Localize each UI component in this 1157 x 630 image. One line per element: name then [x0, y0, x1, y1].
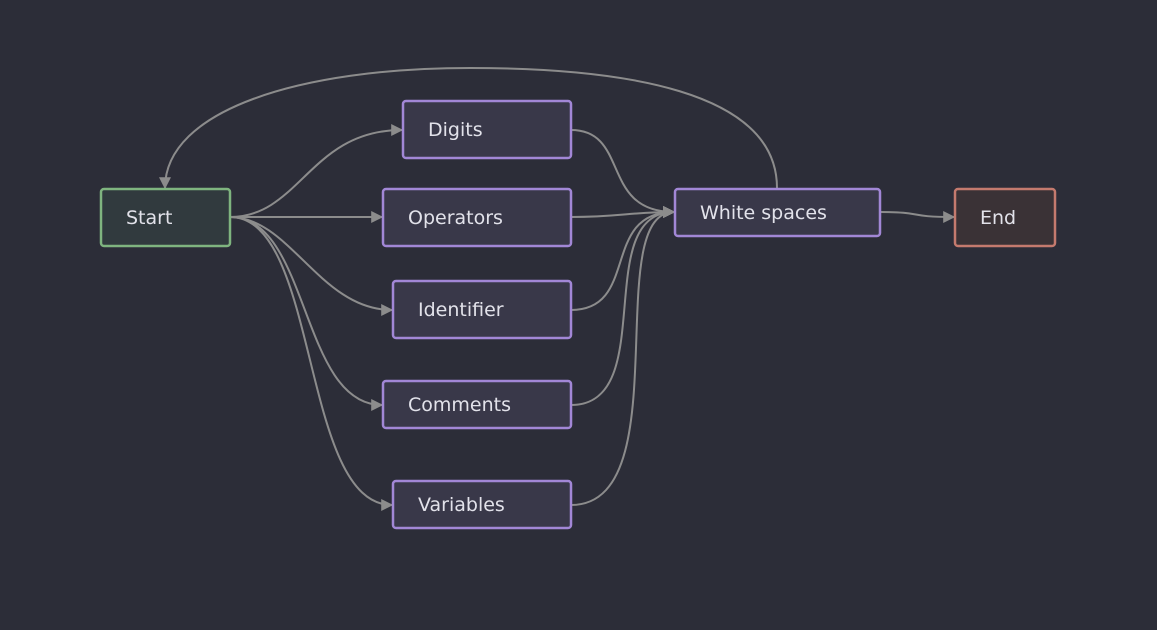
node-comments-label: Comments [408, 394, 511, 416]
edge-whitespaces-end [879, 210, 956, 223]
node-operators[interactable]: Operators [381, 187, 573, 248]
node-start-label: Start [126, 207, 172, 229]
edge-digits-whitespaces [570, 129, 676, 218]
node-whitespaces[interactable]: White spaces [673, 187, 882, 238]
edge-variables-whitespaces [570, 206, 676, 506]
edge-start-comments [229, 216, 384, 411]
edge-start-variables [229, 216, 394, 511]
edge-whitespaces-start [159, 66, 778, 190]
node-identifier-label: Identifier [418, 299, 504, 321]
node-start[interactable]: Start [99, 187, 232, 248]
node-comments[interactable]: Comments [381, 379, 573, 430]
edge-start-digits [229, 124, 404, 218]
node-digits[interactable]: Digits [401, 99, 573, 160]
edge-start-identifier [229, 216, 394, 316]
node-end-label: End [980, 207, 1016, 229]
node-digits-label: Digits [428, 119, 483, 141]
node-variables[interactable]: Variables [391, 479, 573, 530]
node-whitespaces-label: White spaces [700, 202, 827, 224]
node-variables-label: Variables [418, 494, 505, 516]
edges-layer [159, 66, 956, 511]
node-operators-label: Operators [408, 207, 503, 229]
edge-comments-whitespaces [570, 206, 676, 406]
node-identifier[interactable]: Identifier [391, 279, 573, 340]
node-end[interactable]: End [953, 187, 1057, 248]
edge-identifier-whitespaces [570, 206, 676, 311]
